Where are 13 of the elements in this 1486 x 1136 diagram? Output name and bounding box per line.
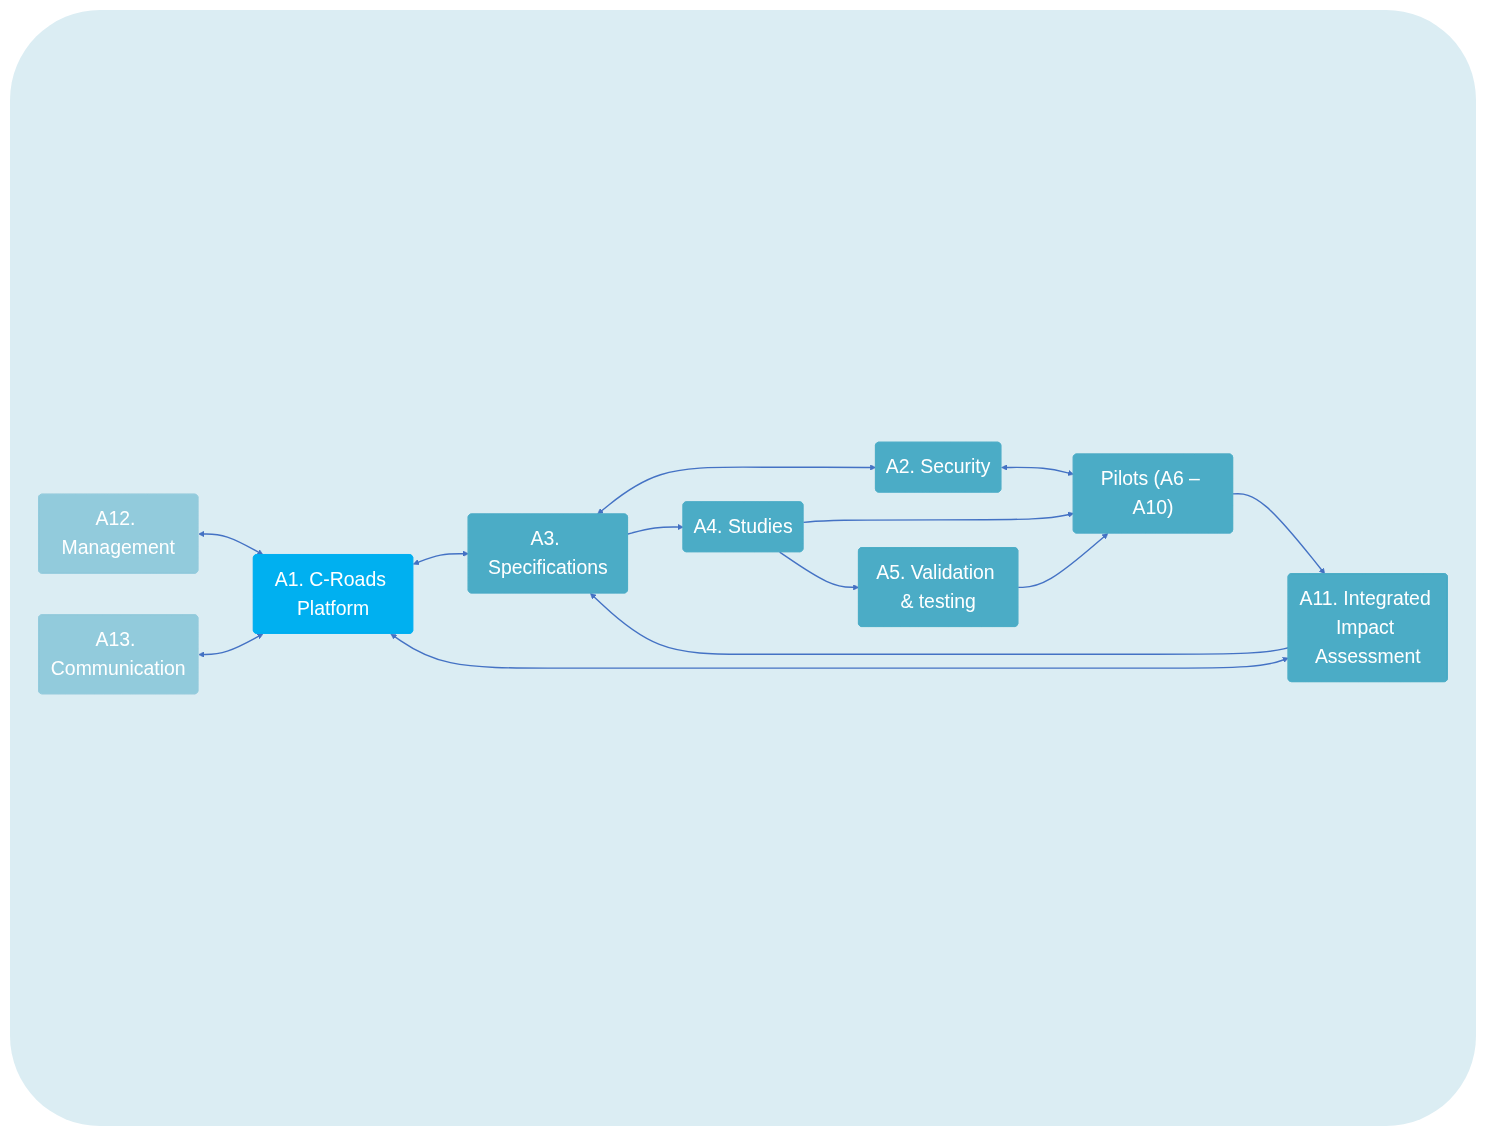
arrow (802, 511, 1074, 524)
arrow (1232, 493, 1326, 575)
arrow (590, 593, 1290, 655)
arrow (627, 524, 684, 535)
arrow (413, 550, 469, 565)
arrow (1001, 464, 1074, 476)
arrow (1017, 533, 1109, 589)
arrow (198, 633, 264, 658)
arrow (778, 551, 860, 591)
diagram-background: A12. Management A1. C-Roads Platform A2. Security A3. Specifications A4. Studies Pilots (A6 – A10) A5. Validation & testing A11. Integrated Impact Assessment A13. Communication (10, 10, 1476, 1126)
arrow (597, 464, 877, 515)
arrow (198, 530, 264, 556)
arrow (390, 633, 1289, 669)
